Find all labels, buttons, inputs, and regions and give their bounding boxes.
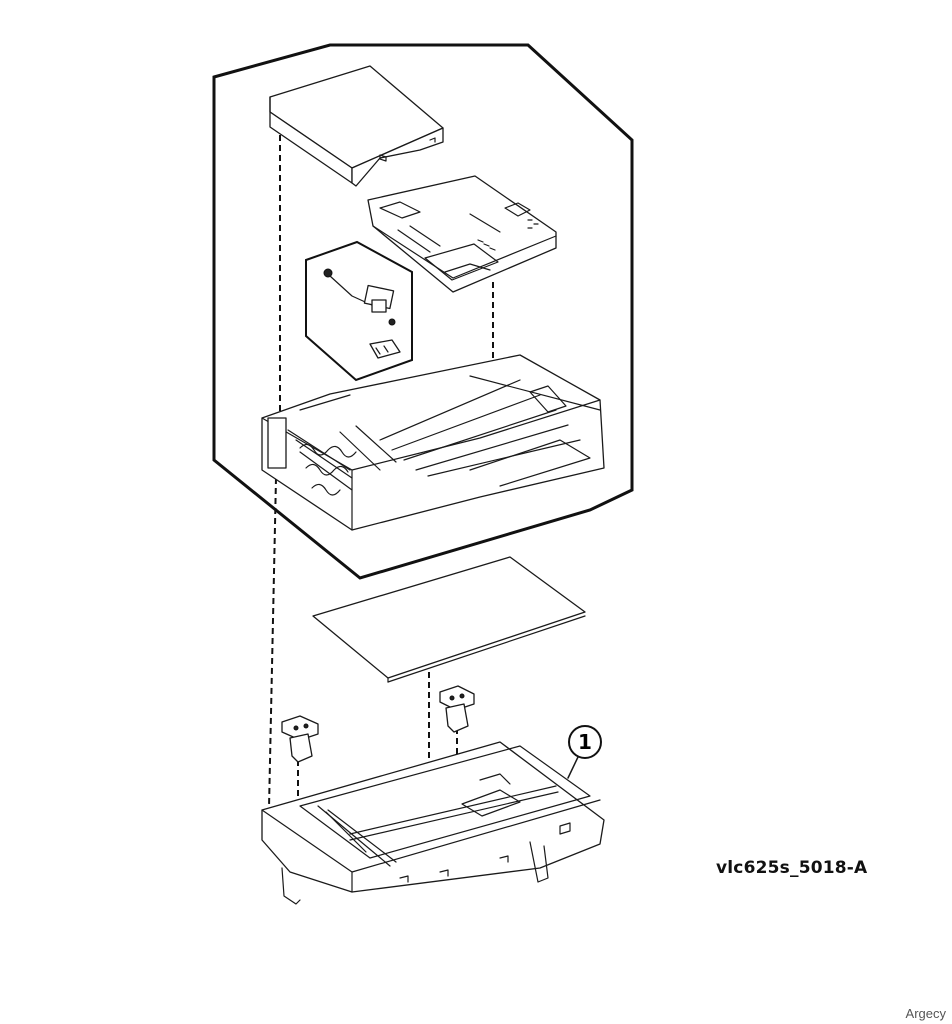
adf-top-cover-icon bbox=[269, 65, 444, 187]
figure-id: vlc625s_5018-A bbox=[716, 858, 868, 878]
watermark: Argecy bbox=[905, 1006, 946, 1021]
scanner-hinge-right-icon bbox=[439, 685, 475, 733]
pick-roller-kit-icon bbox=[305, 240, 413, 382]
adf-group-outline bbox=[212, 43, 634, 580]
adf-rollers-icon bbox=[299, 443, 357, 496]
callout-1-leader bbox=[567, 756, 579, 779]
callout-1-number: 1 bbox=[578, 730, 592, 754]
scanner-base-icon bbox=[261, 741, 605, 905]
callout-1: 1 bbox=[567, 725, 602, 779]
callout-1-circle bbox=[568, 725, 602, 759]
adf-assembly-icon bbox=[261, 354, 605, 531]
adf-input-tray-icon bbox=[367, 175, 557, 293]
scanner-hinge-left-icon bbox=[281, 715, 319, 763]
scanner-glass-icon bbox=[312, 556, 586, 683]
